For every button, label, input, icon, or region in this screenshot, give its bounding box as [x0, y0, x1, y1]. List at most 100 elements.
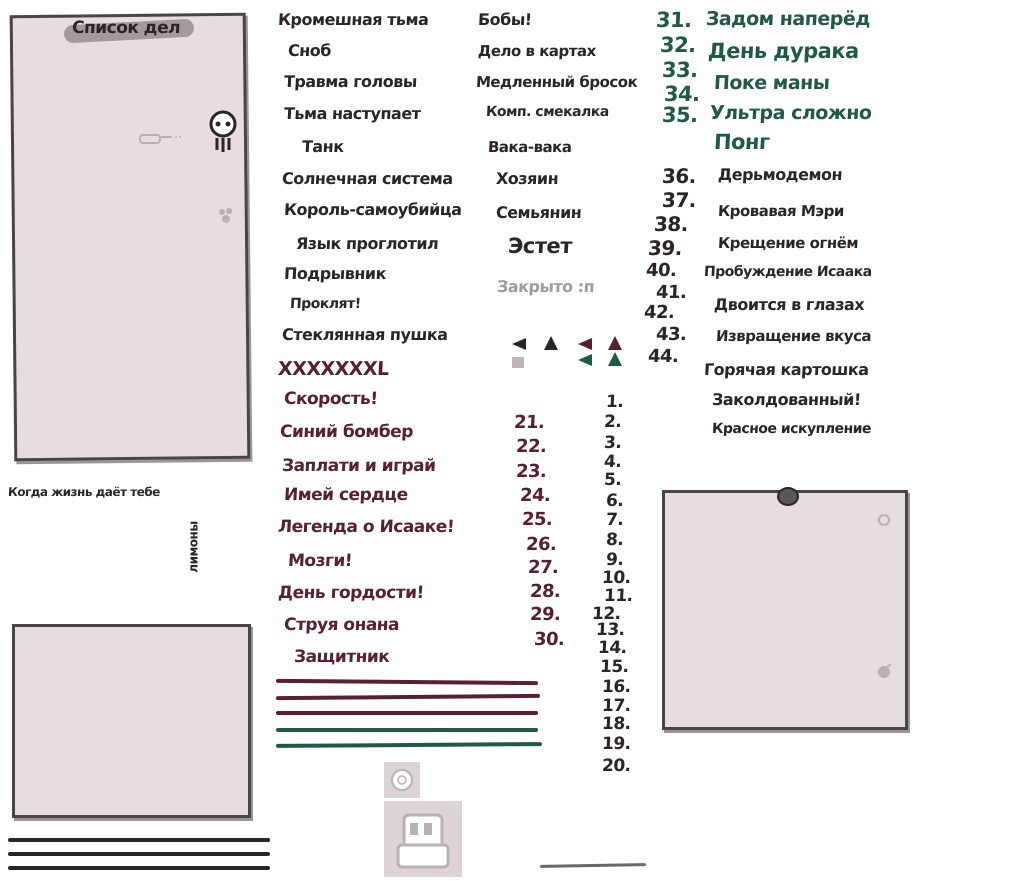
green-stroke: [275, 742, 543, 748]
page-title: Список дел: [71, 18, 181, 38]
list-item: Проклят!: [289, 296, 362, 312]
paw-doodle-icon: [216, 206, 236, 226]
number-label: 7.: [605, 510, 624, 530]
triangle-up-icon: [608, 336, 622, 350]
number-label: 30.: [533, 629, 565, 650]
tank-doodle-icon: [138, 128, 182, 146]
maroon-stroke: [275, 693, 541, 701]
number-label: 44.: [647, 346, 679, 367]
lemons-text: лимоны: [186, 521, 201, 573]
number-label: 23.: [515, 461, 547, 482]
bomb-doodle-icon: [876, 662, 894, 680]
number-label: 35.: [661, 103, 699, 127]
number-label: 27.: [527, 557, 559, 578]
list-item: Заколдованный!: [711, 390, 862, 409]
green-stroke: [276, 728, 538, 732]
list-item: Танк: [301, 137, 345, 156]
number-label: 10.: [601, 568, 632, 588]
list-item: Эстет: [507, 234, 573, 258]
list-item: Бобы!: [477, 10, 533, 29]
list-item: Мозги!: [287, 551, 353, 571]
list-item: Стеклянная пушка: [281, 325, 449, 344]
list-item: Легенда о Исааке!: [277, 517, 455, 537]
number-label: 3.: [603, 433, 622, 453]
number-label: 24.: [519, 485, 551, 506]
number-label: 8.: [605, 530, 624, 550]
todo-paper-lower: [12, 624, 251, 818]
todo-paper-large: [9, 12, 251, 462]
list-item: Пробуждение Исаака: [703, 264, 873, 280]
list-item: Синий бомбер: [279, 422, 414, 442]
list-item: Дело в картах: [477, 42, 597, 60]
number-label: 18.: [601, 714, 632, 734]
scribble-stroke: [8, 866, 270, 870]
number-label: 42.: [643, 302, 675, 323]
triangle-left-icon: [578, 338, 592, 350]
number-label: 33.: [661, 58, 699, 82]
list-item: Подрывник: [283, 264, 387, 283]
list-item: Струя онана: [283, 615, 400, 635]
list-item: XXXXXXXL: [277, 358, 390, 380]
list-item: Комп. смекалка: [485, 104, 610, 120]
list-item: Имей сердце: [283, 485, 409, 505]
number-label: 1.: [605, 392, 624, 412]
number-label: 4.: [603, 452, 622, 472]
triangle-up-icon: [608, 352, 622, 366]
list-item: Травма головы: [283, 72, 418, 91]
list-item: Двоится в глазах: [713, 295, 865, 314]
list-item: День гордости!: [277, 583, 425, 603]
list-item: Задом наперёд: [705, 8, 871, 30]
number-label: 13.: [595, 620, 626, 640]
list-item: Кромешная тьма: [277, 10, 429, 29]
scribble-stroke: [8, 838, 270, 842]
coin-icon: [384, 762, 420, 798]
list-item: Король-самоубийца: [283, 200, 463, 219]
list-item: Защитник: [293, 647, 390, 667]
list-item: Хозяин: [495, 169, 559, 188]
number-label: 17.: [601, 696, 632, 716]
number-label: 32.: [659, 33, 697, 57]
number-label: 31.: [655, 8, 693, 32]
list-item: Ультра сложно: [709, 102, 873, 124]
list-item: Тьма наступает: [283, 104, 421, 123]
number-label: 15.: [599, 657, 630, 677]
list-item: Дерьмодемон: [717, 165, 843, 184]
list-item: Понг: [713, 130, 771, 154]
number-label: 38.: [653, 212, 689, 236]
number-label: 41.: [655, 282, 687, 303]
number-label: 28.: [529, 581, 561, 602]
maroon-stroke: [276, 711, 538, 715]
life-text: Когда жизнь даёт тебе: [7, 485, 161, 499]
list-item: Семьянин: [495, 203, 582, 222]
pinned-paper: [662, 490, 908, 730]
number-label: 6.: [605, 491, 624, 511]
number-label: 9.: [605, 550, 624, 570]
number-label: 25.: [521, 509, 553, 530]
number-label: 21.: [513, 412, 545, 433]
number-label: 43.: [655, 324, 687, 345]
maroon-stroke: [275, 678, 539, 686]
number-label: 22.: [515, 436, 547, 457]
skull-icon: [208, 110, 238, 156]
list-item: Заплати и играй: [281, 456, 437, 476]
list-item: Красное искупление: [711, 421, 872, 437]
square-marker-icon: [512, 357, 524, 368]
list-item: Горячая картошка: [703, 360, 870, 379]
triangle-up-icon: [544, 336, 558, 350]
list-item: Извращение вкуса: [715, 327, 872, 345]
list-item: Сноб: [287, 41, 332, 60]
list-item: Солнечная система: [281, 169, 454, 188]
fly-doodle-icon: [874, 510, 894, 544]
list-item: Язык проглотил: [295, 234, 439, 253]
number-label: 11.: [603, 586, 634, 606]
number-label: 2.: [603, 412, 622, 432]
number-label: 29.: [529, 604, 561, 625]
number-label: 16.: [601, 677, 632, 697]
list-item: Скорость!: [283, 389, 379, 409]
number-label: 39.: [647, 236, 683, 260]
number-label: 26.: [525, 534, 557, 555]
triangle-left-icon: [512, 338, 526, 350]
list-item: Вака-вака: [487, 138, 572, 156]
list-item: Поке маны: [713, 72, 831, 94]
number-label: 40.: [645, 260, 677, 281]
